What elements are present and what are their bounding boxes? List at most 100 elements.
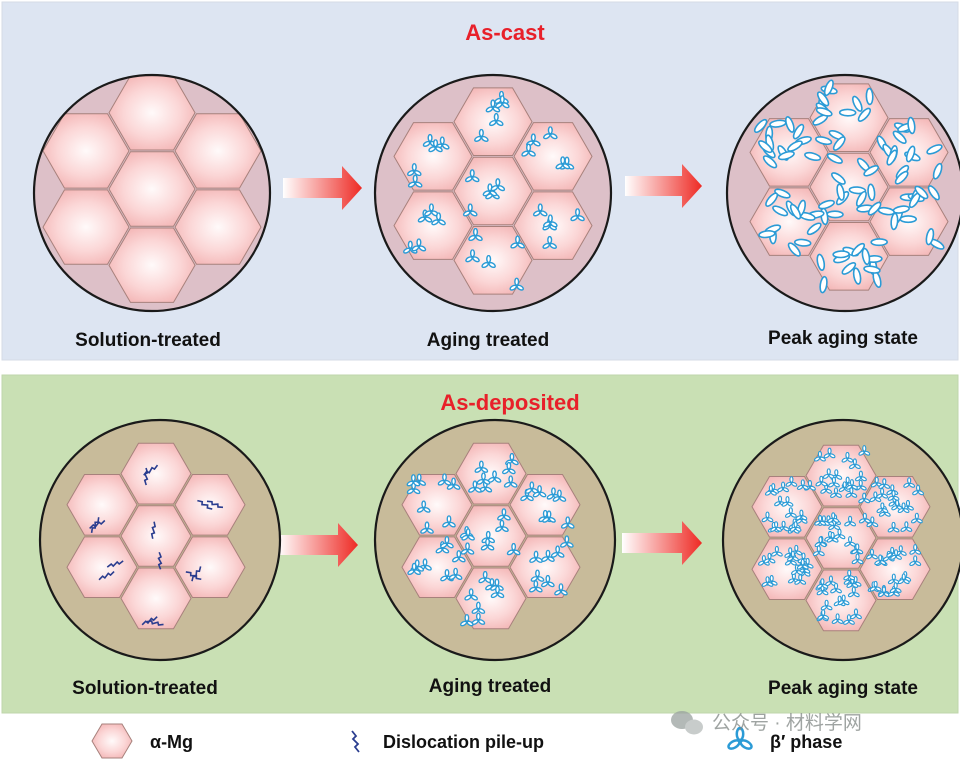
beta-precipitate bbox=[836, 183, 845, 201]
beta-precipitate bbox=[905, 145, 916, 163]
grain-hexagon bbox=[174, 536, 246, 598]
bottom-panel-title: As-deposited bbox=[440, 390, 579, 415]
beta-precipitate bbox=[831, 172, 846, 185]
grain-hexagon bbox=[401, 536, 473, 598]
grain-hexagon bbox=[66, 474, 138, 536]
beta-precipitate bbox=[792, 123, 805, 140]
dislocation-mark bbox=[98, 571, 115, 581]
grain-hexagon bbox=[120, 567, 192, 630]
top-stage-label-2: Aging treated bbox=[427, 330, 549, 351]
beta-precipitate bbox=[787, 140, 803, 152]
beta-precipitate bbox=[899, 215, 918, 224]
beta-precipitate bbox=[857, 107, 872, 122]
bottom-stage-label-1: Solution-treated bbox=[72, 678, 218, 699]
circle-border bbox=[373, 418, 617, 662]
beta-precipitate bbox=[848, 186, 867, 195]
grain-hexagon bbox=[401, 474, 473, 536]
top-aging-treated-circle bbox=[373, 73, 613, 313]
beta-precipitate bbox=[926, 144, 943, 155]
beta-precipitate bbox=[855, 190, 867, 207]
beta-precipitate bbox=[772, 205, 789, 217]
bottom-peak-aging-circle bbox=[721, 418, 960, 662]
beta-precipitate bbox=[877, 206, 896, 216]
grain-hexagon bbox=[393, 191, 473, 260]
beta-precipitate bbox=[890, 212, 899, 231]
dislocation-mark bbox=[90, 517, 100, 533]
grain-hexagon bbox=[120, 442, 192, 505]
alpha-mg-legend-icon bbox=[91, 723, 133, 759]
circle-border bbox=[721, 418, 960, 662]
dislocation-mark bbox=[89, 519, 106, 529]
process-arrow bbox=[283, 166, 362, 210]
top-solution-treated-circle bbox=[32, 73, 272, 313]
circle-border bbox=[32, 73, 272, 313]
beta-precipitate bbox=[823, 79, 834, 97]
beta-precipitate bbox=[914, 185, 929, 200]
process-arrow bbox=[278, 523, 358, 567]
grain-hexagon bbox=[174, 474, 246, 536]
beta-precipitate bbox=[865, 87, 874, 106]
beta-precipitate bbox=[892, 130, 907, 144]
bottom-solution-treated-circle bbox=[38, 418, 282, 662]
beta-precipitate bbox=[863, 165, 880, 177]
beta-precipitate bbox=[894, 170, 909, 185]
bottom-stage-label-2: Aging treated bbox=[429, 676, 551, 697]
beta-precipitate bbox=[832, 136, 846, 151]
beta-precipitate bbox=[815, 136, 833, 146]
grain-hexagon bbox=[42, 113, 130, 189]
process-arrow bbox=[622, 521, 702, 565]
beta-phase-legend-label: β′ phase bbox=[770, 732, 842, 752]
dislocation-mark bbox=[197, 499, 213, 510]
beta-precipitate bbox=[793, 238, 812, 247]
dislocation-mark bbox=[191, 566, 202, 582]
beta-precipitate bbox=[777, 150, 795, 161]
beta-precipitate bbox=[765, 192, 779, 207]
process-arrow bbox=[625, 164, 702, 208]
bottom-stage-label-3: Peak aging state bbox=[768, 678, 918, 699]
top-panel-title: As-cast bbox=[465, 20, 545, 45]
watermark: 公众号 · 材料学网 bbox=[671, 711, 862, 735]
beta-precipitate bbox=[785, 116, 795, 133]
beta-precipitate bbox=[851, 242, 866, 257]
beta-precipitate bbox=[804, 151, 822, 161]
grain-hexagon bbox=[108, 151, 196, 227]
beta-precipitate bbox=[819, 275, 828, 294]
top-stage-label-1: Solution-treated bbox=[75, 330, 221, 351]
top-stage-label-3: Peak aging state bbox=[768, 328, 918, 349]
beta-precipitate bbox=[932, 162, 943, 180]
beta-precipitate bbox=[826, 210, 844, 219]
dislocation-mark bbox=[157, 551, 163, 570]
circle-border bbox=[725, 73, 960, 313]
beta-precipitate bbox=[907, 116, 916, 135]
grain-hexagon bbox=[509, 536, 581, 598]
dislocation-mark bbox=[106, 560, 124, 568]
beta-precipitate bbox=[815, 107, 833, 117]
grain-hexagon bbox=[66, 536, 138, 598]
dislocation-mark bbox=[206, 500, 224, 509]
beta-precipitate bbox=[758, 230, 776, 239]
dislocation-mark bbox=[143, 464, 159, 476]
beta-precipitate bbox=[863, 265, 881, 274]
beta-precipitate bbox=[753, 118, 768, 134]
beta-precipitate bbox=[816, 91, 830, 107]
dislocation-mark bbox=[150, 521, 157, 539]
alpha-mg-legend-label: α-Mg bbox=[150, 732, 193, 752]
beta-precipitate bbox=[826, 153, 843, 164]
circle-border bbox=[373, 73, 613, 313]
grain-hexagon bbox=[174, 189, 262, 265]
bottom-aging-treated-circle bbox=[373, 418, 617, 662]
dislocation-legend-icon bbox=[351, 730, 360, 753]
beta-precipitate bbox=[927, 185, 940, 201]
beta-precipitate bbox=[762, 155, 778, 169]
dislocation-mark bbox=[146, 620, 164, 626]
wechat-icon bbox=[671, 711, 703, 735]
beta-precipitate bbox=[861, 247, 871, 266]
dislocation-legend-label: Dislocation pile-up bbox=[383, 732, 544, 752]
beta-precipitate bbox=[787, 242, 801, 257]
beta-precipitate bbox=[870, 238, 888, 247]
beta-precipitate bbox=[886, 149, 898, 166]
beta-precipitate bbox=[852, 267, 862, 285]
beta-precipitate bbox=[852, 95, 863, 112]
